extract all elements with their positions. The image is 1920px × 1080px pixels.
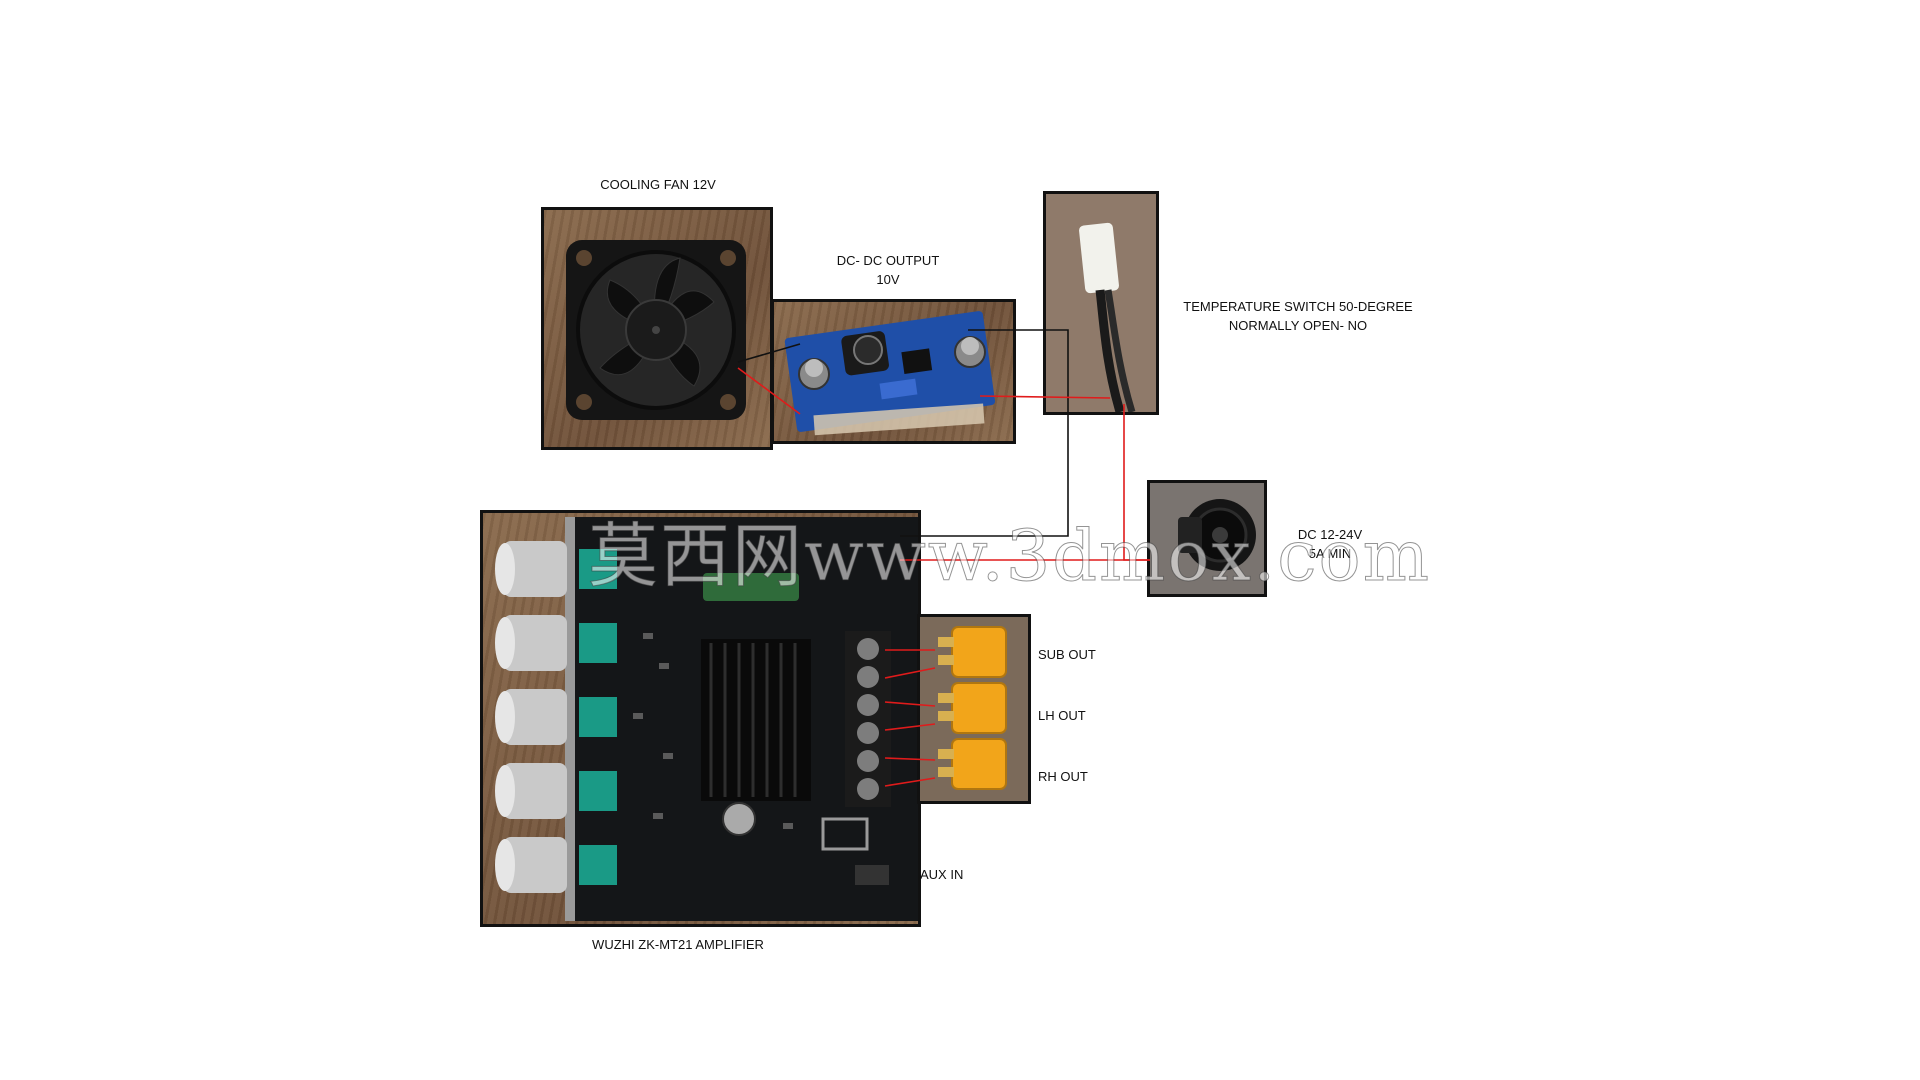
fan-negative-wire (737, 343, 801, 363)
potentiometers (579, 549, 617, 885)
rh-out-wire-a (884, 757, 936, 761)
dcdc-label-line2: 10V (876, 272, 900, 287)
screw-terminals (845, 631, 891, 807)
switch-to-dcdc-negative-wire (900, 329, 1069, 537)
dcdc-label: DC- DC OUTPUT 10V (790, 251, 986, 289)
fan-icon (566, 240, 746, 420)
amplifier-photo (480, 510, 921, 927)
lh-out-wire-b (884, 723, 936, 731)
dc-input-label: DC 12-24V 5A MIN (1280, 525, 1380, 563)
temperature-switch-label-line2: NORMALLY OPEN- NO (1228, 318, 1368, 333)
rh-out-wire-b (884, 777, 936, 787)
xt60-connector-icon (938, 626, 1007, 790)
lh-out-label: LH OUT (1038, 708, 1086, 723)
rh-out-label: RH OUT (1038, 769, 1088, 784)
volume-knobs (495, 541, 567, 893)
thermal-switch-icon (1046, 194, 1156, 412)
fan-positive-wire (737, 367, 801, 415)
amplifier-label: WUZHI ZK-MT21 AMPLIFIER (592, 937, 764, 952)
temperature-switch-label: TEMPERATURE SWITCH 50-DEGREE NORMALLY OP… (1150, 297, 1446, 335)
buck-converter-icon (784, 311, 996, 436)
output-connectors-photo (917, 614, 1031, 804)
aux-in-label: AUX IN (920, 867, 964, 882)
fan-label: COOLING FAN 12V (600, 177, 716, 192)
dc-input-label-line2: 5A MIN (1308, 546, 1352, 561)
dc-jack-photo (1147, 480, 1267, 597)
lh-out-wire-a (884, 701, 936, 707)
temperature-switch-photo (1043, 191, 1159, 415)
negative-wires (737, 329, 1069, 537)
sub-out-wire-b (884, 667, 936, 679)
temperature-switch-label-line1: TEMPERATURE SWITCH 50-DEGREE (1183, 299, 1413, 314)
dcdc-to-switch-positive-wire (979, 395, 1111, 399)
positive-wires (737, 367, 1150, 787)
fan-photo (541, 207, 773, 450)
dcdc-converter-photo (771, 299, 1016, 444)
sub-out-label: SUB OUT (1038, 647, 1096, 662)
heatsink (701, 639, 811, 801)
dcdc-label-line1: DC- DC OUTPUT (836, 253, 940, 268)
amplifier-board-icon (495, 517, 918, 921)
dc-jack-icon (1150, 483, 1264, 594)
watermark: 莫西网www.3dmox.com (587, 515, 1432, 598)
dc-input-label-line1: DC 12-24V (1297, 527, 1363, 542)
